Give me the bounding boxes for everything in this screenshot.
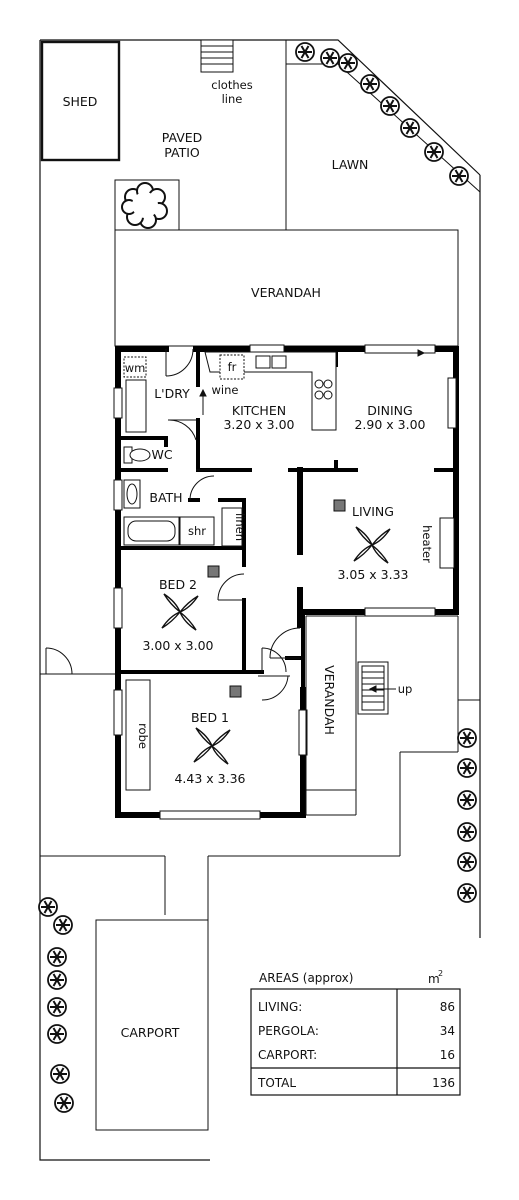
bath-label: BATH [149,490,182,505]
vent-icon [333,499,346,512]
paved-patio-label: PAVED [162,130,203,145]
shrub-icon [47,997,67,1017]
bed2-label: BED 2 [159,577,197,592]
arrow-icon [368,685,396,693]
shrub-icon [38,897,58,917]
shrub-icon [380,96,400,116]
heater [439,517,455,569]
bed1-label: BED 1 [191,710,229,725]
shrub-icon [457,728,477,748]
shrub-icon [53,915,73,935]
robe [125,679,151,791]
laundry-tub [125,379,147,433]
vent-icon [207,565,220,578]
carport [95,919,209,1131]
doors [165,348,301,701]
shrub-icon [360,74,380,94]
basin [123,479,141,509]
bathtub [123,516,180,546]
front-verandah [305,615,459,816]
shrub-icon [457,790,477,810]
arrow-icon [395,349,426,357]
area-row-value: 16 [440,1048,455,1062]
site-boundary [39,39,481,1161]
kitchen-label: KITCHEN [232,403,286,418]
tree-icon [121,182,168,229]
linen-cupboard [221,507,243,547]
areas-unit: m [428,972,440,986]
area-row-label: LIVING: [258,1000,302,1014]
shr-label: shr [188,524,206,538]
rear-verandah-label: VERANDAH [251,285,321,300]
shrub-icon [54,1093,74,1113]
shrub-icon [457,758,477,778]
shrub-icon [295,42,315,62]
wm-label: wm [125,361,146,375]
clothes-line-label-2: line [222,92,243,106]
robe-label: robe [136,723,150,749]
shrub-icon [47,947,67,967]
shrub-icon [338,53,358,73]
bed2-dim: 3.00 x 3.00 [142,638,213,653]
windows [113,344,457,820]
rear-verandah [114,229,459,347]
shed-label: SHED [63,94,98,109]
vent-icon [229,685,242,698]
kitchen-dim: 3.20 x 3.00 [223,417,294,432]
toilet [123,446,151,464]
shrub-icon [400,118,420,138]
shower [179,516,215,546]
cooktop-icon [314,379,333,400]
area-row-label: CARPORT: [258,1048,317,1062]
carport-label: CARPORT [121,1025,180,1040]
areas-table: AREAS (approx) m 2 LIVING: 86 PERGOLA: 3… [250,969,461,1096]
linen-label: linen [233,513,247,541]
front-verandah-label: VERANDAH [322,665,337,735]
bed1-dim: 4.43 x 3.36 [174,771,245,786]
shrub-icon [47,970,67,990]
wine-label: wine [212,383,239,397]
area-total-label: TOTAL [257,1076,296,1090]
wc-label: WC [151,447,172,462]
laundry-label: L'DRY [154,386,190,401]
up-label: up [398,682,413,696]
area-total-value: 136 [432,1076,455,1090]
shrub-icon [424,142,444,162]
area-row-label: PERGOLA: [258,1024,319,1038]
fridge [219,354,245,380]
heater-label: heater [420,525,434,563]
shrub-icon [457,852,477,872]
lawn-label: LAWN [332,157,369,172]
fr-label: fr [228,360,237,374]
paved-patio-label-2: PATIO [164,145,200,160]
washing-machine [123,356,147,378]
living-label: LIVING [352,504,394,519]
ceiling-fan-icon [353,526,391,564]
shrub-icon [50,1064,70,1084]
living-dim: 3.05 x 3.33 [337,567,408,582]
side-gate [45,647,73,675]
shrub-icon [47,1024,67,1044]
ceiling-fan-icon [193,727,231,765]
clothes-line [200,39,234,73]
shed [40,40,121,162]
shrub-icon [457,822,477,842]
arrow-icon [199,388,207,415]
areas-title: AREAS (approx) [259,971,353,985]
areas-unit-sup: 2 [438,969,443,978]
ceiling-fan-icon [161,593,199,631]
shrub-group [38,42,477,1113]
area-row-value: 34 [440,1024,455,1038]
area-row-value: 86 [440,1000,455,1014]
shrub-icon [449,166,469,186]
shrub-icon [457,883,477,903]
dining-dim: 2.90 x 3.00 [354,417,425,432]
clothes-line-label: clothes [211,78,252,92]
dining-label: DINING [367,403,412,418]
shrub-icon [320,48,340,68]
